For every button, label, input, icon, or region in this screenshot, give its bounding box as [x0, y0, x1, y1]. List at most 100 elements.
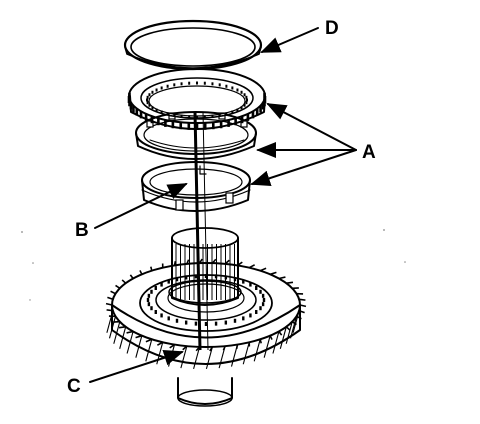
callout-b: B	[75, 220, 89, 241]
gear-tooth	[286, 281, 294, 284]
gear-tooth	[269, 271, 277, 276]
synchro-ring-upper	[127, 68, 267, 130]
ring-tooth	[255, 108, 259, 116]
gear-tooth	[291, 321, 297, 326]
dog-tooth	[175, 318, 179, 323]
inner-tooth	[173, 83, 176, 87]
dog-teeth-ring	[146, 274, 266, 326]
inner-tooth	[188, 115, 191, 119]
inner-tooth	[243, 93, 246, 97]
dog-tooth	[150, 289, 153, 294]
ring-tooth	[132, 105, 135, 113]
gear-tooth	[139, 270, 143, 275]
gear-tooth	[145, 338, 153, 343]
dog-tooth	[214, 321, 218, 326]
gear-tooth-flank	[285, 321, 293, 344]
gear-tooth-flank	[263, 335, 271, 358]
dog-tooth	[261, 302, 265, 307]
gear-tooth-flank	[145, 339, 153, 362]
gear-tooth	[298, 309, 305, 314]
dog-tooth	[259, 289, 262, 294]
ring-tooth	[234, 118, 237, 126]
dog-tooth	[224, 320, 228, 325]
gear-tooth	[118, 326, 126, 329]
dog-tooth	[146, 298, 150, 302]
ring-tooth	[263, 92, 266, 100]
ring-tooth	[187, 122, 191, 130]
dog-tooth	[184, 320, 188, 325]
ring-tooth	[157, 118, 160, 126]
gear-tooth	[278, 331, 283, 336]
splined-shaft	[168, 227, 242, 306]
inner-tooth	[188, 81, 191, 85]
dog-tooth	[242, 279, 245, 284]
dog-tooth	[154, 286, 157, 290]
gear-tooth	[169, 343, 175, 349]
gear-tooth	[278, 276, 286, 280]
gear-tooth	[299, 304, 307, 308]
dog-tooth	[167, 279, 170, 284]
inner-tooth	[146, 95, 149, 99]
inner-tooth	[203, 81, 206, 85]
ring-tooth	[263, 99, 266, 107]
gear-tooth	[156, 341, 164, 346]
inner-tooth	[146, 98, 148, 102]
dog-tooth	[249, 313, 252, 318]
dog-tooth	[261, 293, 265, 298]
inner-tooth	[146, 101, 149, 105]
gear-tooth	[106, 309, 113, 312]
callout-c: C	[67, 376, 81, 397]
dog-tooth	[154, 310, 157, 314]
gear-tooth-flank	[106, 310, 114, 333]
inner-tooth	[160, 110, 163, 114]
dog-tooth	[167, 316, 170, 321]
inner-tooth	[240, 90, 243, 94]
inner-tooth	[148, 93, 151, 97]
dog-tooth	[150, 306, 153, 311]
dog-tooth	[160, 282, 163, 287]
inner-tooth	[180, 114, 183, 118]
ring-tooth	[150, 116, 154, 124]
gear-tooth	[198, 258, 203, 264]
gear-tooth-flank	[218, 345, 226, 369]
inner-tooth	[203, 115, 206, 119]
shaft-splines	[175, 244, 235, 300]
gear-tooth	[110, 290, 116, 295]
inner-tooth	[151, 90, 154, 94]
inner-tooth	[225, 84, 228, 88]
ring-teeth	[127, 92, 267, 130]
dog-tooth	[255, 286, 258, 290]
gear-tooth	[248, 264, 256, 269]
inner-tooth	[236, 88, 239, 92]
ring-tooth	[179, 122, 183, 130]
ring-tooth	[135, 108, 139, 116]
gear-tooth-flank	[279, 326, 287, 349]
dog-tooth	[262, 298, 266, 302]
dog-tooth	[147, 293, 151, 298]
ring-tooth	[139, 111, 143, 119]
inner-tooth	[245, 101, 248, 105]
scan-specks	[21, 229, 406, 301]
gear-tooth	[135, 334, 143, 339]
gear-tooth	[285, 326, 291, 331]
inner-tooth	[245, 95, 248, 99]
inner-tooth	[196, 81, 198, 85]
inner-tooth	[211, 114, 214, 118]
inner-tooth	[231, 86, 234, 90]
center-axis	[193, 111, 209, 351]
ring-tooth	[219, 121, 223, 129]
ring-tooth	[171, 121, 175, 129]
dog-tooth	[194, 274, 198, 279]
gear-tooth	[299, 298, 306, 301]
gear-tooth-flank	[272, 331, 280, 354]
gear-tooth-flank	[113, 321, 121, 344]
inner-tooth	[155, 108, 158, 112]
dog-tooth	[204, 322, 208, 326]
gear-tooth-flank	[230, 344, 239, 367]
inner-tooth	[243, 103, 246, 107]
ring-tooth	[195, 123, 199, 130]
inner-tooth	[148, 103, 151, 107]
dog-tooth	[233, 318, 237, 323]
ring-tooth	[203, 122, 207, 130]
